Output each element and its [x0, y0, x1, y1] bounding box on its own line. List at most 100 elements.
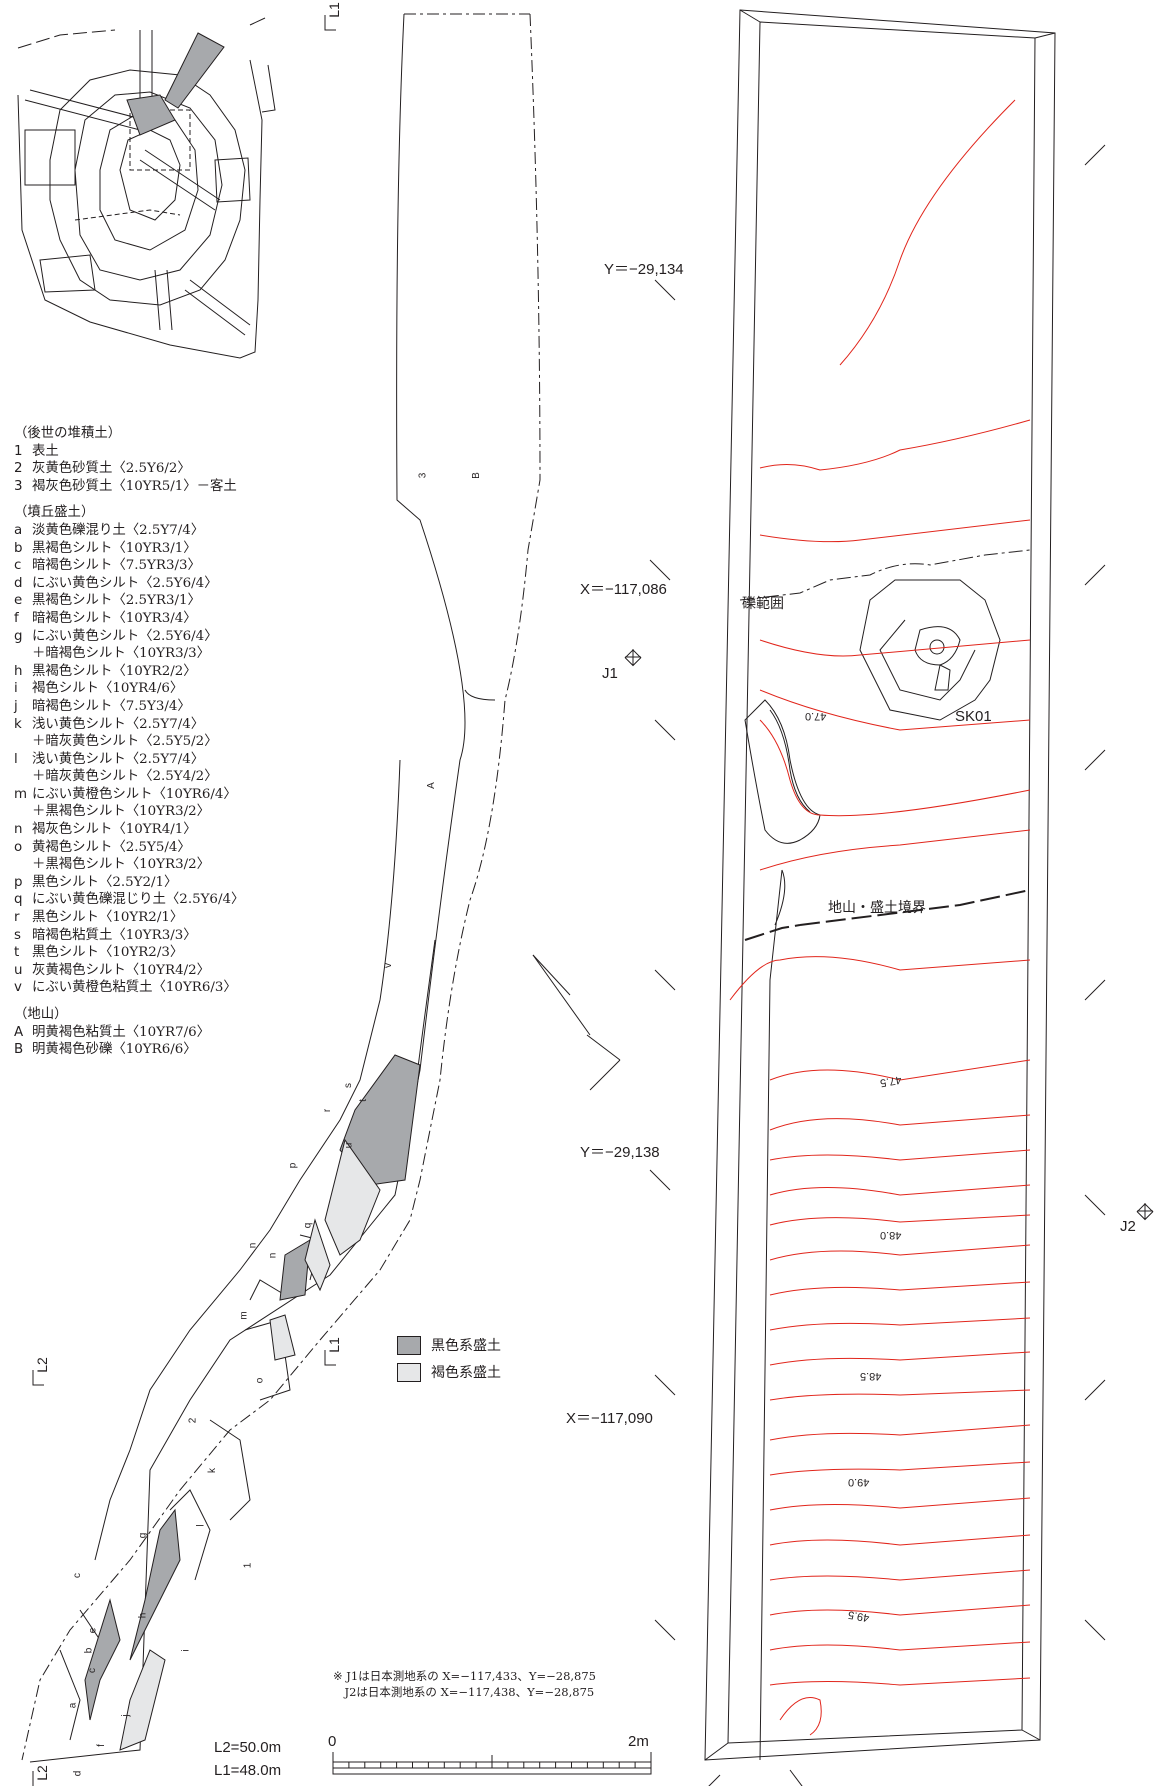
layer-letter: f — [95, 1744, 107, 1747]
legend-key: 2 — [14, 461, 23, 477]
legend-text: にぶい黄橙色シルト〈10YR6/4〉 — [32, 786, 237, 802]
layer-letter: j — [120, 1714, 132, 1717]
gravel-area-label: 礫範囲 — [742, 596, 784, 612]
legend-key: i — [14, 681, 18, 697]
legend-key: m — [14, 786, 28, 802]
legend-key: v — [14, 980, 22, 996]
legend-key: a — [14, 522, 23, 538]
scale-l1-elevation: L1=48.0m — [214, 1762, 282, 1779]
legend-key: t — [14, 945, 20, 961]
legend-key: f — [14, 610, 19, 626]
legend-item: f 暗褐色シルト〈10YR3/4〉 — [14, 610, 244, 628]
key-black-fill: 黒色系盛土 — [397, 1335, 501, 1355]
legend-heading: （後世の堆積土） — [14, 426, 122, 441]
legend-text: ＋黒褐色シルト〈10YR3/2〉 — [32, 857, 211, 873]
layer-letter: c — [72, 1573, 83, 1578]
benchmark-j2: J2 — [1120, 1218, 1136, 1235]
legend-text: 黒色シルト〈10YR2/3〉 — [32, 945, 184, 961]
contour-label-48-5: 48.5 — [860, 1370, 882, 1382]
section-l2-bottom-label: L2 — [33, 1765, 50, 1781]
contour-label-49-0: 49.0 — [848, 1476, 870, 1488]
layer-letter: A — [425, 782, 437, 789]
layer-letter: p — [287, 1162, 299, 1169]
layer-letter: g — [137, 1532, 149, 1539]
swatch-brown — [397, 1362, 421, 1382]
legend-key: o — [14, 839, 23, 855]
legend-text: にぶい黄色礫混じり土〈2.5Y6/4〉 — [32, 892, 245, 908]
layer-letter: q — [302, 1222, 314, 1229]
legend-text: 黒褐色シルト〈2.5YR3/1〉 — [32, 593, 201, 609]
pit-sk01-label: SK01 — [955, 708, 992, 725]
legend-text: 灰黄褐色シルト〈10YR4/2〉 — [32, 962, 211, 978]
layer-letter: a — [67, 1702, 79, 1709]
legend-text: にぶい黄橙色粘質土〈10YR6/3〉 — [32, 980, 237, 996]
legend-item: r 黒色シルト〈10YR2/1〉 — [14, 909, 244, 927]
legend-heading: （墳丘盛土） — [14, 505, 95, 521]
layer-letter: h — [137, 1612, 149, 1619]
legend-key: 3 — [14, 478, 23, 494]
legend-text: 黄褐色シルト〈2.5Y5/4〉 — [32, 839, 191, 855]
legend-text: 表土 — [32, 443, 59, 459]
layer-letter: i — [180, 1649, 192, 1652]
layer-letter: k — [207, 1468, 218, 1473]
contour-label-48-0: 48.0 — [880, 1229, 902, 1241]
legend-item: B 明黄褐色砂礫〈10YR6/6〉 — [14, 1041, 244, 1059]
legend-text: 明黄褐色砂礫〈10YR6/6〉 — [32, 1042, 197, 1058]
layer-letter: v — [383, 963, 394, 968]
layer-letter: l — [195, 1524, 207, 1527]
legend-text: 暗褐色シルト〈10YR3/4〉 — [32, 610, 197, 626]
layer-letter: B — [470, 472, 482, 479]
layer-letter: s — [343, 1083, 354, 1088]
legend-key: B — [14, 1042, 24, 1058]
legend-key: e — [14, 593, 23, 609]
legend-text: 黒色シルト〈10YR2/1〉 — [32, 910, 184, 926]
legend-key: j — [14, 698, 18, 714]
geodetic-note: ※ J1は日本測地系の X=−117,433、Y=−28,875 J2は日本測地… — [333, 1668, 596, 1700]
key-black-label: 黒色系盛土 — [431, 1338, 501, 1354]
legend-key: l — [14, 751, 18, 767]
legend-item: v にぶい黄橙色粘質土〈10YR6/3〉 — [14, 979, 244, 997]
legend-key: k — [14, 716, 22, 732]
legend-text: にぶい黄色シルト〈2.5Y6/4〉 — [32, 628, 218, 644]
legend-item: t 黒色シルト〈10YR2/3〉 — [14, 944, 244, 962]
layer-letter: n — [267, 1252, 279, 1259]
legend-text: ＋暗褐色シルト〈10YR3/3〉 — [32, 646, 211, 662]
key-brown-fill: 褐色系盛土 — [397, 1362, 501, 1382]
scale-l2-elevation: L2=50.0m — [214, 1739, 282, 1756]
legend-key: q — [14, 892, 23, 908]
legend-key: h — [14, 663, 23, 679]
legend-text: ＋暗灰黄色シルト〈2.5Y5/2〉 — [32, 734, 218, 750]
legend-item: ＋暗褐色シルト〈10YR3/3〉 — [14, 645, 244, 663]
legend-text: 暗褐色シルト〈7.5Y3/4〉 — [32, 698, 191, 714]
legend-key: s — [14, 927, 21, 943]
benchmark-j1: J1 — [602, 665, 618, 682]
legend-item: e 黒褐色シルト〈2.5YR3/1〉 — [14, 592, 244, 610]
excavation-plan — [704, 9, 1056, 1761]
section-l1-top-label: L1 — [325, 2, 342, 18]
contour-label-47-0: 47.0 — [805, 710, 827, 722]
boundary-label: 地山・盛土境界 — [828, 900, 926, 916]
legend-text: 明黄褐色粘質土〈10YR7/6〉 — [32, 1024, 211, 1040]
legend-item: o 黄褐色シルト〈2.5Y5/4〉 — [14, 839, 244, 857]
legend-text: 暗褐色粘質土〈10YR3/3〉 — [32, 927, 197, 943]
legend-key: g — [14, 628, 23, 644]
layer-letter: t — [357, 1099, 369, 1102]
section-l1-bottom-label: L1 — [325, 1337, 342, 1353]
coord-x2: X＝−117,090 — [566, 1410, 653, 1427]
scale-two-m: 2m — [628, 1733, 649, 1750]
soil-section — [21, 13, 541, 1763]
swatch-black — [397, 1335, 421, 1355]
legend-key: r — [14, 910, 20, 926]
note-line-2: J2は日本測地系の X=−117,438、Y=−28,875 — [333, 1685, 595, 1699]
layer-letter: e — [87, 1627, 99, 1634]
